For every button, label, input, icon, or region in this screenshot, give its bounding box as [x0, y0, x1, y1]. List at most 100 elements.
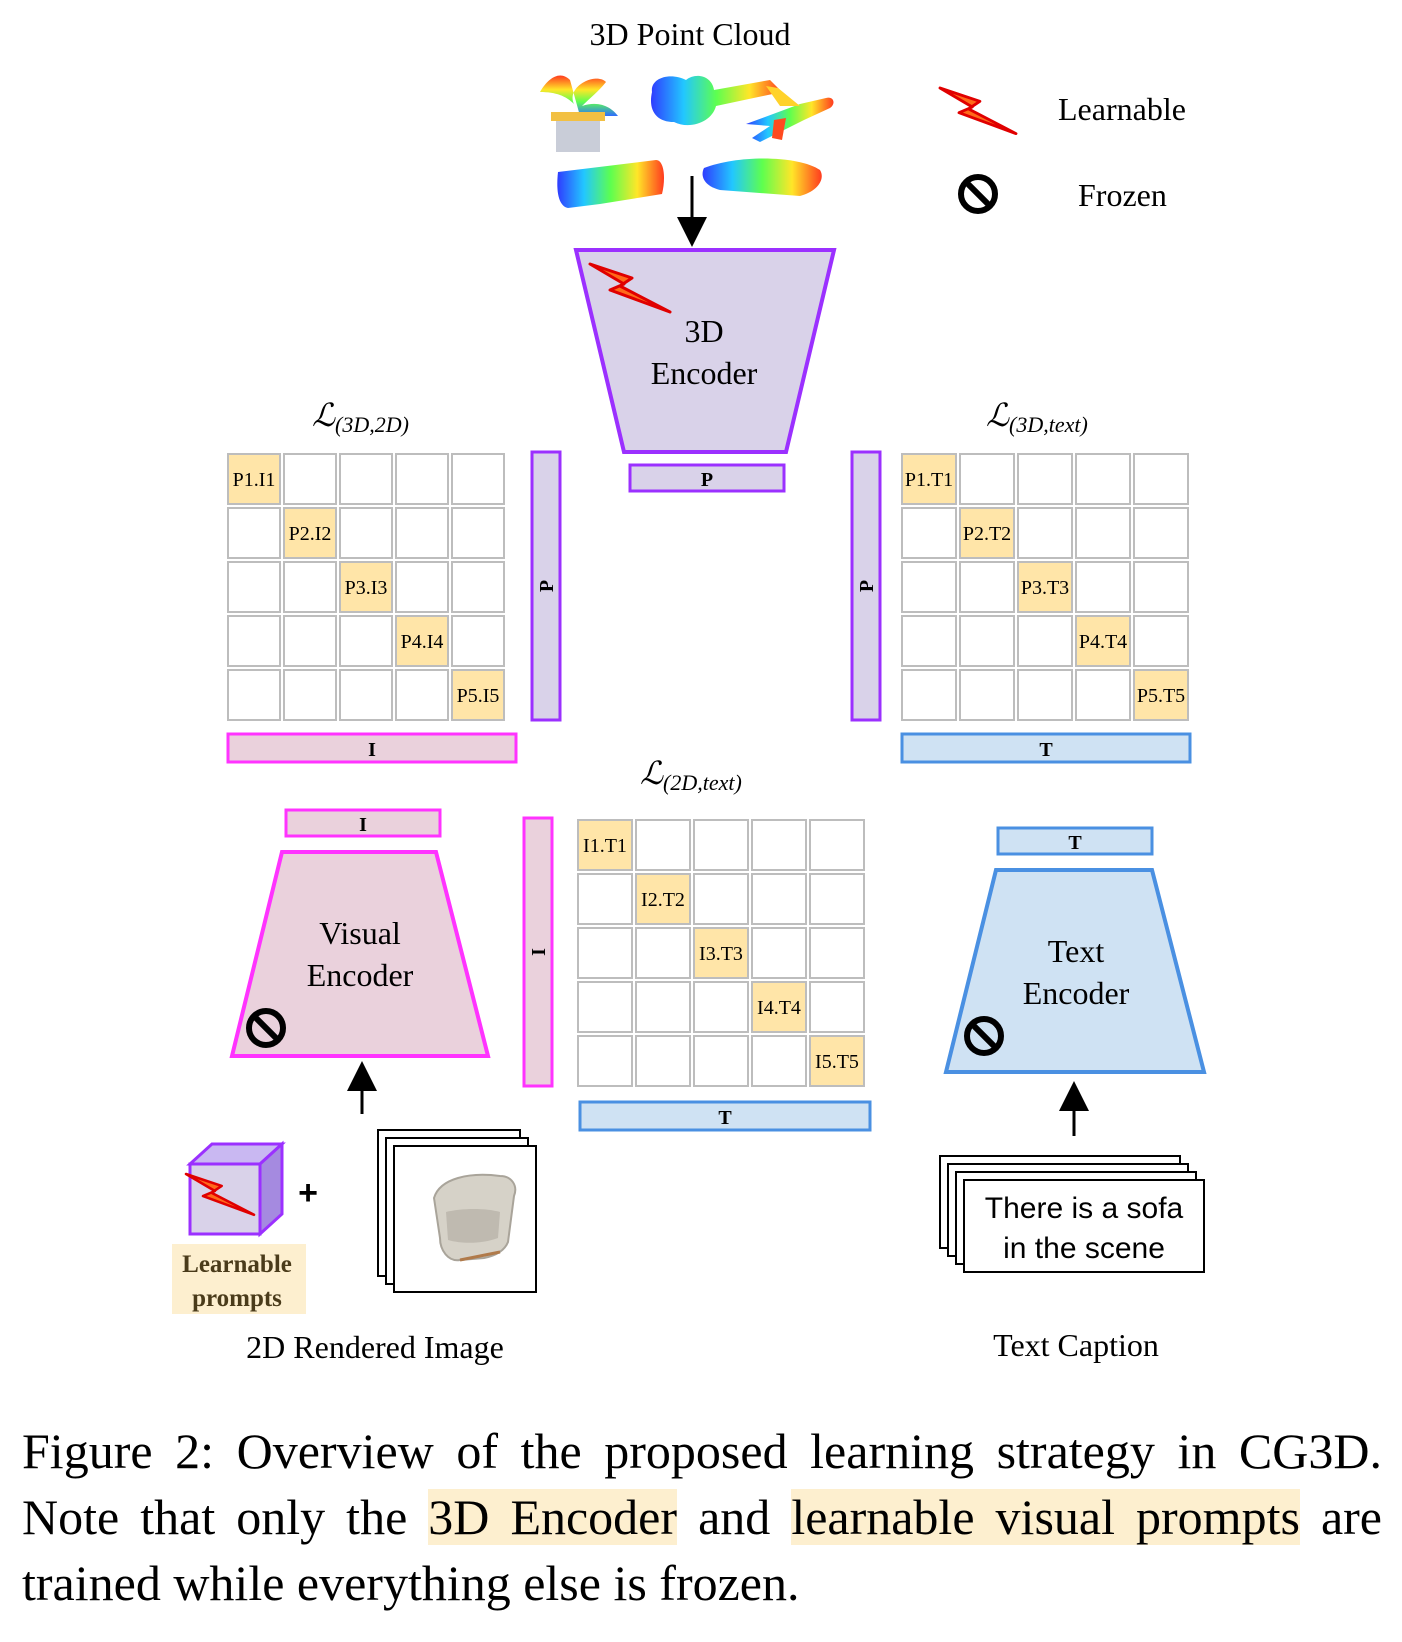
- matrix-3d-2d-title: ℒ(3D,2D): [312, 397, 409, 437]
- matrix-diagonal-label: I3.T3: [699, 943, 743, 965]
- matrix-cell: [451, 453, 505, 505]
- matrix-cell: [227, 507, 281, 559]
- matrix-cell: [227, 669, 281, 721]
- encoder-3d-output-label: P: [701, 469, 713, 491]
- matrix-cell: [283, 669, 337, 721]
- matrix-cell: [227, 615, 281, 667]
- matrix-3d-2d-row-bar: P: [530, 450, 562, 722]
- matrix-2d-text-row-label: I: [528, 948, 550, 956]
- matrix-diagonal-cell: [693, 927, 749, 979]
- matrix-cell: [1017, 453, 1073, 505]
- matrix-diagonal-cell: [227, 453, 281, 505]
- matrix-cell: [635, 1035, 691, 1087]
- figure-caption: Figure 2: Overview of the proposed learn…: [22, 1418, 1382, 1616]
- matrix-diagonal-label: P1.T1: [905, 469, 953, 491]
- matrix-cell: [1075, 453, 1131, 505]
- matrix-cell: [809, 981, 865, 1033]
- prompts-label-line1: Learnable: [182, 1251, 292, 1278]
- matrix-cell: [395, 561, 449, 613]
- matrix-diagonal-cell: [959, 507, 1015, 559]
- matrix-diagonal-label: P2.I2: [289, 523, 332, 545]
- learnable-bolt-icon: [938, 86, 1018, 136]
- prompts-highlight: [172, 1244, 306, 1314]
- image-label: 2D Rendered Image: [246, 1329, 504, 1365]
- matrix-3d-2d-col-bar: I: [226, 732, 518, 764]
- car-point-cloud: [702, 158, 822, 196]
- matrix-diagonal-cell: [283, 507, 337, 559]
- caption-card-line1: There is a sofa: [985, 1192, 1184, 1225]
- learnable-prompts-cube: [184, 1140, 286, 1238]
- matrix-cell: [751, 927, 807, 979]
- frozen-icon: [246, 1008, 286, 1048]
- matrix-cell: [283, 453, 337, 505]
- matrix-cell: [339, 507, 393, 559]
- matrix-diagonal-cell: [1133, 669, 1189, 721]
- matrix-3d-text-title: ℒ(3D,text): [986, 397, 1088, 437]
- text-encoder-output-label: T: [1068, 832, 1082, 854]
- encoder-3d: 3D Encoder: [573, 248, 837, 454]
- matrix-cell: [959, 453, 1015, 505]
- matrix-cell: [693, 1035, 749, 1087]
- matrix-3d-text-row-label: P: [856, 580, 878, 592]
- guitar-point-cloud: [650, 75, 782, 126]
- matrix-diagonal-label: I2.T2: [641, 889, 685, 911]
- visual-encoder-line2: Encoder: [307, 957, 414, 993]
- matrix-cell: [1075, 561, 1131, 613]
- matrix-cell: [809, 819, 865, 871]
- matrix-diagonal-cell: [901, 453, 957, 505]
- matrix-cell: [901, 615, 957, 667]
- legend: Learnable Frozen: [938, 86, 1186, 214]
- matrix-cell: [339, 453, 393, 505]
- matrix-cell: [1133, 615, 1189, 667]
- legend-learnable-label: Learnable: [1058, 91, 1186, 127]
- visual-encoder-output-label: I: [359, 814, 367, 836]
- matrix-2d-text-col-bar: T: [578, 1100, 872, 1132]
- encoder-3d-output-bar: P: [628, 463, 786, 493]
- matrix-cell: [577, 873, 633, 925]
- matrix-3d-2d-col-label: I: [368, 739, 376, 761]
- matrix-cell: [1017, 669, 1073, 721]
- matrix-diagonal-cell: [1017, 561, 1073, 613]
- matrix-cell: [1075, 669, 1131, 721]
- matrix-cell: [693, 873, 749, 925]
- matrix-cell: [577, 981, 633, 1033]
- matrix-cell: [693, 819, 749, 871]
- matrix-diagonal-cell: [451, 669, 505, 721]
- matrix-diagonal-label: I5.T5: [815, 1051, 859, 1073]
- matrix-cell: [451, 615, 505, 667]
- frozen-icon: [964, 1016, 1004, 1056]
- matrix-cell: [1133, 561, 1189, 613]
- matrix-cell: [901, 507, 957, 559]
- legend-frozen-label: Frozen: [1078, 177, 1167, 213]
- text-encoder: Text Encoder: [943, 868, 1207, 1074]
- matrix-cell: [635, 927, 691, 979]
- matrix-cell: [751, 1035, 807, 1087]
- matrix-cell: [901, 669, 957, 721]
- text-encoder-line2: Encoder: [1023, 975, 1130, 1011]
- matrix-cell: [395, 453, 449, 505]
- visual-encoder-output-bar: I: [284, 808, 442, 838]
- sofa-point-cloud: [557, 160, 664, 208]
- point-cloud-title: 3D Point Cloud: [590, 16, 791, 52]
- matrix-diagonal-label: P3.I3: [345, 577, 388, 599]
- matrix-3d-text-col-label: T: [1039, 739, 1053, 761]
- matrix-cell: [751, 873, 807, 925]
- caption-prefix: Figure 2: Overview of the proposed learn…: [22, 1423, 1382, 1545]
- matrix-2d-text-col-label: T: [718, 1107, 732, 1129]
- matrix-diagonal-cell: [339, 561, 393, 613]
- matrix-cell: [751, 819, 807, 871]
- matrix-diagonal-cell: [1075, 615, 1131, 667]
- visual-encoder: Visual Encoder: [229, 850, 491, 1058]
- text-encoder-output-bar: T: [996, 826, 1154, 856]
- matrix-diagonal-label: P5.T5: [1137, 685, 1185, 707]
- matrix-cell: [395, 669, 449, 721]
- matrix-diagonal-label: P3.T3: [1021, 577, 1069, 599]
- matrix-diagonal-label: P4.I4: [401, 631, 444, 653]
- matrix-cell: [451, 507, 505, 559]
- plant-point-cloud: [540, 75, 618, 152]
- matrix-3d-text-col-bar: T: [900, 732, 1192, 764]
- point-cloud-images: [540, 75, 834, 208]
- matrix-cell: [577, 1035, 633, 1087]
